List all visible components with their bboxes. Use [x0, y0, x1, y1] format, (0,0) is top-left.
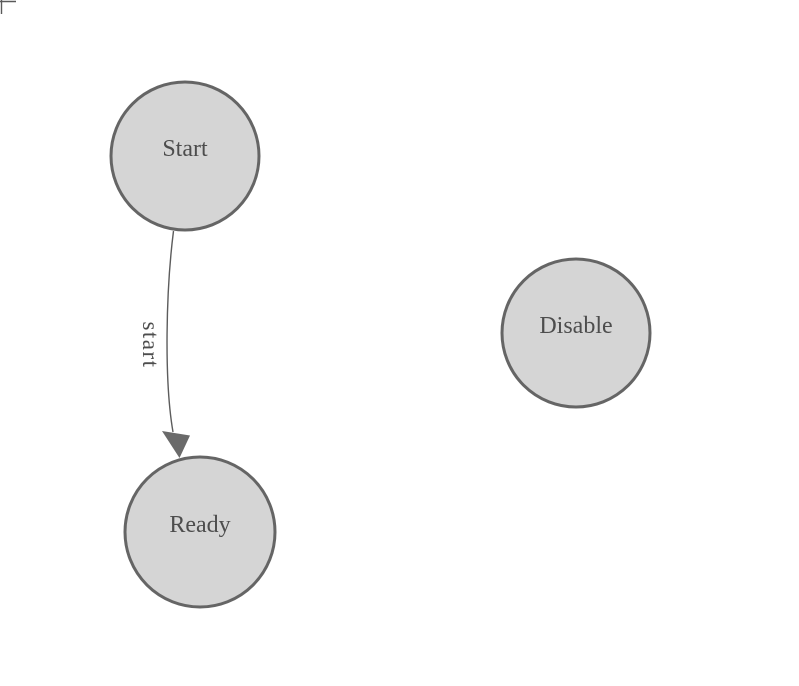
state-circle-ready[interactable]: [123, 455, 277, 609]
state-label-disable: Disable: [539, 313, 612, 339]
canvas-corner-mark: [0, 0, 16, 14]
state-circle-start[interactable]: [109, 80, 261, 232]
state-label-ready: Ready: [169, 512, 230, 538]
transition-line[interactable]: [166, 230, 175, 433]
state-node-disable[interactable]: Disable: [500, 257, 652, 409]
state-node-ready[interactable]: Ready: [123, 455, 277, 609]
state-node-start[interactable]: Start: [109, 80, 261, 232]
transition-label: start: [138, 321, 163, 368]
state-label-start: Start: [162, 136, 208, 162]
state-circle-disable[interactable]: [500, 257, 652, 409]
transition-arrowhead-icon[interactable]: [162, 431, 190, 458]
transition-start-to-ready[interactable]: start: [138, 230, 190, 458]
